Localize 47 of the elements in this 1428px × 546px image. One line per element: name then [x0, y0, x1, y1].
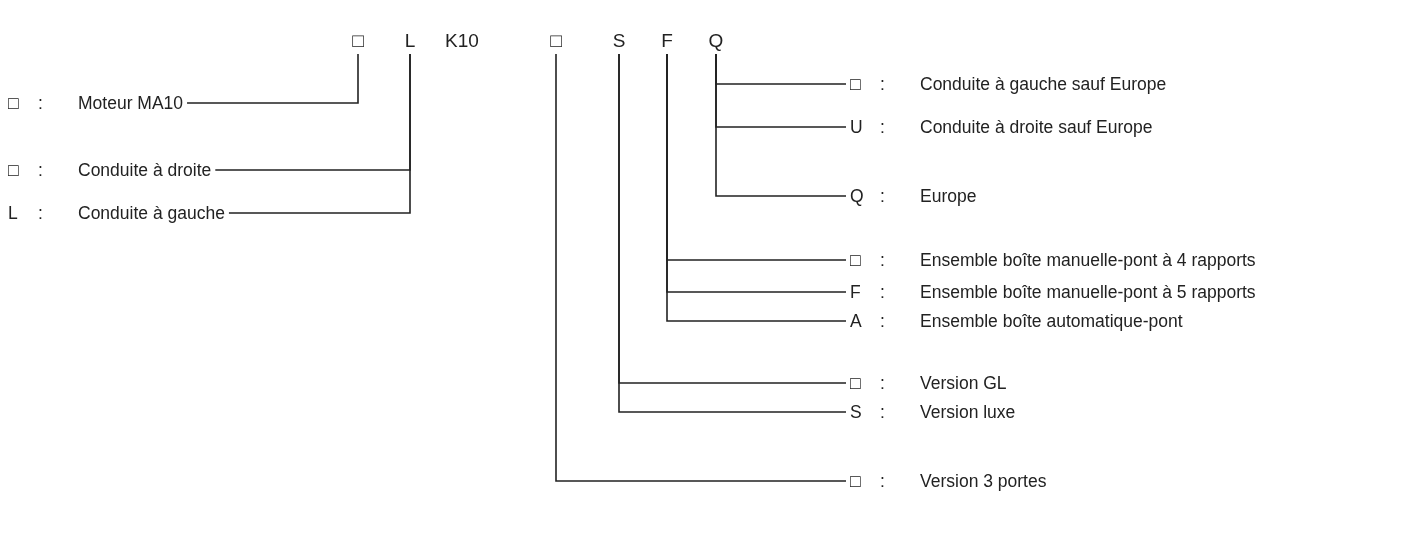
- option-description: Conduite à gauche sauf Europe: [920, 73, 1167, 95]
- code-character: Q: [708, 30, 724, 52]
- separator-colon: :: [880, 310, 886, 332]
- separator-colon: :: [880, 185, 886, 207]
- code-symbol: S: [850, 401, 863, 423]
- option-description: Version 3 portes: [920, 470, 1047, 492]
- separator-colon: :: [880, 281, 886, 303]
- code-symbol: Q: [850, 185, 865, 207]
- connector-line: [186, 53, 359, 104]
- separator-colon: :: [38, 202, 44, 224]
- code-symbol: □: [850, 372, 862, 394]
- code-character: L: [404, 30, 416, 52]
- option-description: Europe: [920, 185, 977, 207]
- separator-colon: :: [880, 73, 886, 95]
- option-description: Ensemble boîte manuelle-pont à 4 rapports: [920, 249, 1256, 271]
- separator-colon: :: [880, 116, 886, 138]
- code-symbol: □: [8, 159, 20, 181]
- code-character: □: [352, 30, 364, 52]
- code-character: S: [612, 30, 626, 52]
- code-symbol: F: [850, 281, 862, 303]
- connector-line: [228, 53, 411, 214]
- option-description: Conduite à gauche: [78, 202, 225, 224]
- code-symbol: U: [850, 116, 864, 138]
- code-character: F: [661, 30, 673, 52]
- option-description: Ensemble boîte automatique-pont: [920, 310, 1183, 332]
- connector-line: [555, 53, 847, 482]
- separator-colon: :: [880, 470, 886, 492]
- separator-colon: :: [880, 372, 886, 394]
- option-description: Conduite à droite: [78, 159, 212, 181]
- code-symbol: □: [850, 73, 862, 95]
- code-symbol: A: [850, 310, 863, 332]
- option-description: Moteur MA10: [78, 92, 184, 114]
- option-description: Version GL: [920, 372, 1007, 394]
- code-symbol: L: [8, 202, 19, 224]
- option-description: Conduite à droite sauf Europe: [920, 116, 1153, 138]
- code-symbol: □: [850, 249, 862, 271]
- option-description: Version luxe: [920, 401, 1016, 423]
- option-description: Ensemble boîte manuelle-pont à 5 rapports: [920, 281, 1256, 303]
- code-symbol: □: [850, 470, 862, 492]
- separator-colon: :: [38, 92, 44, 114]
- code-character: □: [550, 30, 562, 52]
- separator-colon: :: [880, 401, 886, 423]
- separator-colon: :: [38, 159, 44, 181]
- separator-colon: :: [880, 249, 886, 271]
- connector-line: [715, 53, 847, 197]
- code-character: K10: [445, 30, 479, 52]
- code-symbol: □: [8, 92, 20, 114]
